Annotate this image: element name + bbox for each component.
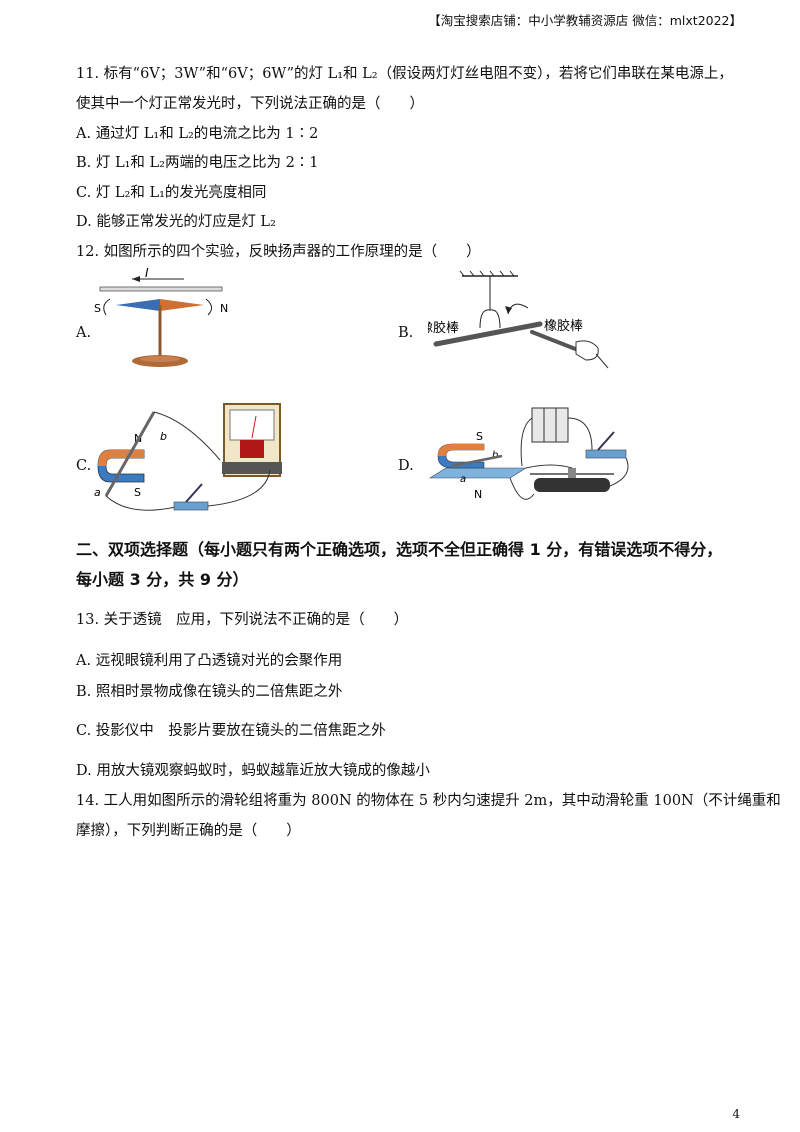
figure-d-motor: S b a N <box>428 407 629 501</box>
q13-option-c: C. 投影仪中 投影片要放在镜头的二倍焦距之外 <box>76 723 386 739</box>
section2-title-line1: 二、双项选择题（每小题只有两个正确选项，选项不全但正确得 1 分，有错误选项不得… <box>76 540 723 559</box>
fig-b-rod2-label: 橡胶棒 <box>544 318 583 334</box>
q11-stem-line1: 11. 标有“6V；3W”和“6V；6W”的灯 L₁和 L₂（假设两灯灯丝电阻不… <box>76 66 733 82</box>
q11-stem-line2: 使其中一个灯正常发光时，下列说法正确的是（ ） <box>76 96 424 112</box>
fig-d-a-label: a <box>460 474 466 485</box>
fig-c-s-label: S <box>134 486 141 499</box>
q14-stem-line1: 14. 工人用如图所示的滑轮组将重为 800N 的物体在 5 秒内匀速提升 2m… <box>76 793 781 809</box>
q12-stem: 12. 如图所示的四个实验，反映扬声器的工作原理的是（ ） <box>76 244 481 260</box>
q14-stem-line2: 摩擦），下列判断正确的是（ ） <box>76 823 301 839</box>
page-header: 【淘宝搜索店铺：中小学教辅资源店 微信：mlxt2022】 <box>428 13 742 28</box>
q13-option-b: B. 照相时景物成像在镜头的二倍焦距之外 <box>76 684 343 700</box>
q11-option-b: B. 灯 L₁和 L₂两端的电压之比为 2∶1 <box>76 155 319 171</box>
q11-option-a: A. 通过灯 L₁和 L₂的电流之比为 1∶2 <box>76 126 319 142</box>
q13-option-d: D. 用放大镜观察蚂蚁时，蚂蚁越靠近放大镜成的像越小 <box>76 763 430 779</box>
q12-label-c: C. <box>76 458 92 474</box>
fig-d-s-label: S <box>476 430 483 443</box>
q13-stem: 13. 关于透镜 应用，下列说法不正确的是（ ） <box>76 612 409 628</box>
figure-b-rubber-rods: 橡胶棒 橡胶棒 <box>428 270 609 369</box>
q12-label-d: D. <box>398 458 414 474</box>
q12-label-b: B. <box>398 325 414 341</box>
section2-title-line2: 每小题 3 分，共 9 分） <box>76 570 249 589</box>
fig-b-rod1-label: 橡胶棒 <box>428 320 459 336</box>
fig-d-b-label: b <box>492 450 498 461</box>
fig-a-s-label: S <box>94 302 101 315</box>
q11-option-d: D. 能够正常发光的灯应是灯 L₂ <box>76 214 276 230</box>
page-number: 4 <box>732 1107 740 1121</box>
figure-c-induction: N b a S <box>94 403 282 511</box>
q13-option-a: A. 远视眼镜利用了凸透镜对光的会聚作用 <box>76 653 343 669</box>
fig-c-b-label: b <box>160 430 167 443</box>
fig-a-current-label: I <box>145 266 149 280</box>
fig-a-n-label: N <box>220 302 228 315</box>
figure-a-oersted: I S N <box>94 266 228 367</box>
fig-d-n-label: N <box>474 488 482 501</box>
q12-label-a: A. <box>76 325 92 341</box>
q11-option-c: C. 灯 L₂和 L₁的发光亮度相同 <box>76 185 267 201</box>
fig-c-a-label: a <box>94 486 101 499</box>
